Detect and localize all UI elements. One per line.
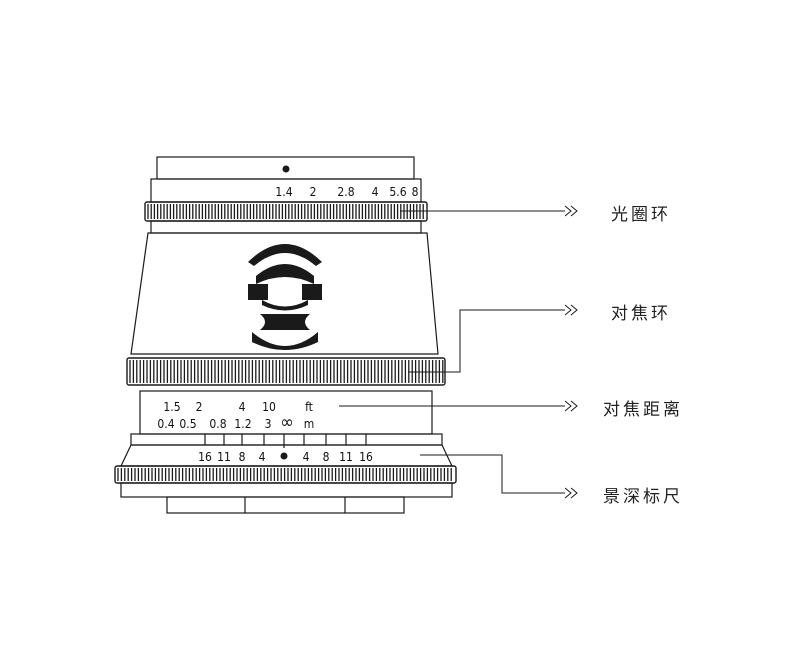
distance-meter-value: 0.8 <box>209 417 226 431</box>
dof-scale-ticks <box>205 434 366 448</box>
callout-focus-ring: 对焦环 <box>611 299 671 324</box>
focus-index-dot <box>281 453 288 460</box>
aperture-value: 1.4 <box>275 185 292 199</box>
optical-elements-icon <box>248 244 322 350</box>
aperture-value: 8 <box>412 185 419 199</box>
lens-mount-base <box>121 483 452 497</box>
aperture-ring-lower-band <box>151 221 421 233</box>
dof-right-value: 8 <box>323 450 330 464</box>
distance-feet-unit: ft <box>305 400 313 414</box>
distance-feet-value: 2 <box>196 400 203 414</box>
dof-right-value: 11 <box>339 450 353 464</box>
distance-feet-value: 10 <box>262 400 276 414</box>
aperture-value: 5.6 <box>389 185 406 199</box>
dof-upper-band <box>131 434 442 445</box>
callout-aperture-ring: 光圈环 <box>611 200 671 225</box>
distance-feet-value: 4 <box>239 400 246 414</box>
dof-left-value: 16 <box>198 450 212 464</box>
focus-ring[interactable] <box>127 358 445 385</box>
distance-meter-value: 3 <box>265 417 272 431</box>
callout-focus-distance: 对焦距离 <box>603 395 683 420</box>
callout-dof-scale: 景深标尺 <box>603 482 683 507</box>
distance-meter-value: 0.4 <box>157 417 174 431</box>
lower-grip-ring <box>115 466 456 483</box>
dof-left-value: 8 <box>239 450 246 464</box>
distance-meter-value: ∞ <box>280 412 294 433</box>
aperture-index-dot <box>283 166 290 173</box>
aperture-scale-labels: 1.4 2 2.8 4 5.6 8 <box>275 185 418 199</box>
dof-left-value: 4 <box>259 450 266 464</box>
aperture-ring[interactable] <box>145 202 427 221</box>
dof-right-value: 16 <box>359 450 373 464</box>
distance-meter-unit: m <box>304 417 315 431</box>
dof-left-value: 11 <box>217 450 231 464</box>
aperture-value: 2.8 <box>337 185 354 199</box>
distance-meter-value: 0.5 <box>179 417 196 431</box>
callout-leaders <box>339 206 577 498</box>
aperture-value: 4 <box>372 185 379 199</box>
aperture-value: 2 <box>310 185 317 199</box>
lens-mount-flange <box>167 497 404 513</box>
distance-feet-value: 1.5 <box>163 400 180 414</box>
distance-meter-value: 1.2 <box>234 417 251 431</box>
dof-right-value: 4 <box>303 450 310 464</box>
distance-scale-labels: 1.5 2 4 10 ft 0.4 0.5 0.8 1.2 3 ∞ m <box>157 400 314 433</box>
